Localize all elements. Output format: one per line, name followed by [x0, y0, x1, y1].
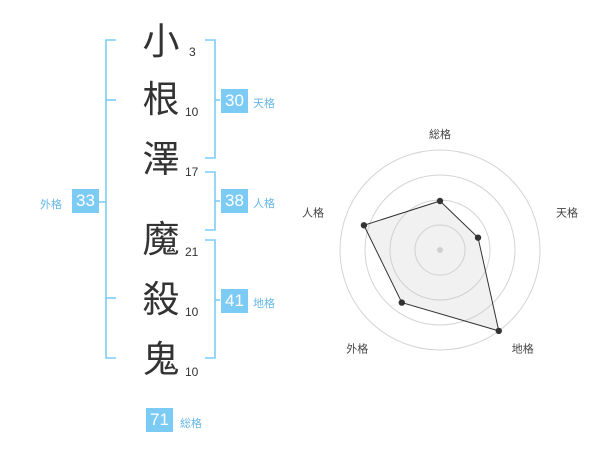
radar-axis-label-4: 外格 [346, 342, 368, 356]
radar-point-5 [360, 222, 368, 229]
stroke-count-4: 21 [185, 245, 199, 259]
soukaku-label: 総格 [180, 417, 202, 430]
name-char-4: 魔 [142, 218, 180, 261]
radar-point-3 [495, 327, 502, 335]
tenkaku-value: 30 [221, 89, 248, 113]
name-char-2: 根 [142, 78, 180, 121]
radar-axis-label-1: 総格 [429, 127, 451, 141]
stroke-count-3: 17 [185, 165, 199, 179]
chikaku-bracket [205, 239, 216, 359]
gaikaku-bracket [105, 39, 116, 359]
radar-point-4 [398, 299, 405, 306]
jinkaku-value: 38 [221, 189, 248, 213]
stroke-count-1: 3 [189, 45, 196, 59]
radar-point-2 [474, 234, 482, 241]
stroke-count-2: 10 [185, 105, 199, 119]
radar-polygon [363, 200, 500, 332]
radar-axis-label-3: 地格 [512, 342, 534, 356]
name-char-3: 澤 [142, 138, 180, 181]
chikaku-label: 地格 [253, 297, 275, 310]
name-char-5: 殺 [142, 278, 180, 321]
chikaku-value: 41 [221, 289, 248, 313]
tenkaku-bracket [205, 39, 216, 159]
gaikaku-value: 33 [72, 189, 99, 213]
stroke-count-5: 10 [185, 305, 199, 319]
name-char-6: 鬼 [142, 338, 180, 381]
radar-axis-label-2: 天格 [556, 205, 578, 219]
jinkaku-label: 人格 [253, 197, 275, 210]
stroke-count-6: 10 [185, 365, 199, 379]
soukaku-value: 71 [146, 408, 173, 432]
gaikaku-label: 外格 [40, 198, 62, 211]
radar-point-1 [436, 197, 444, 205]
radar-center-dot [437, 247, 443, 253]
radar-axis-label-5: 人格 [302, 205, 324, 219]
name-char-1: 小 [142, 20, 180, 63]
tenkaku-label: 天格 [253, 97, 275, 110]
